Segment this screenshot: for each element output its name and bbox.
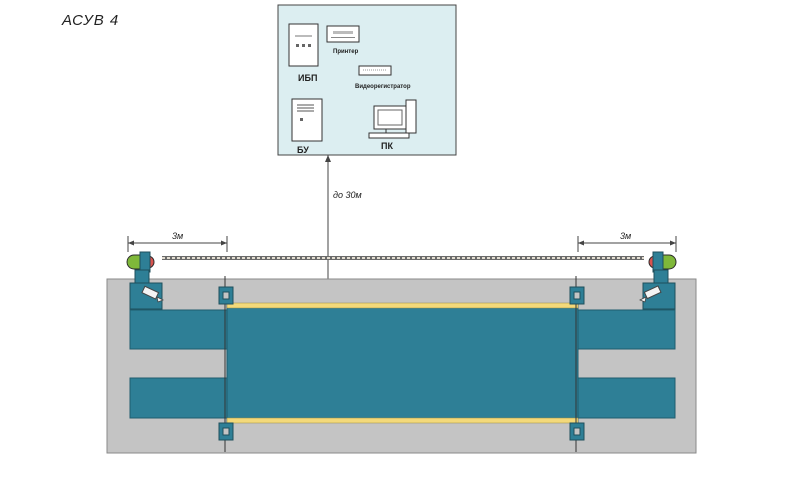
diagram-title: АСУВ 4: [62, 12, 120, 29]
video-recorder-icon: [358, 65, 392, 76]
left-camera-icon: [141, 285, 164, 303]
right-traffic-light-icon: [648, 251, 677, 273]
right-camera-icon: [639, 285, 662, 303]
right-distance-label: 3м: [620, 231, 631, 241]
pc-label: ПК: [381, 141, 393, 151]
control-unit-icon: [291, 98, 323, 142]
sensor-top-left: [218, 286, 234, 305]
right-ramp-top: [577, 309, 676, 350]
right-distance-dimension: [577, 236, 677, 252]
left-ramp-top: [129, 309, 228, 350]
pc-icon: [368, 99, 417, 139]
ups-label: ИБП: [298, 73, 317, 83]
left-traffic-light-icon: [126, 251, 155, 273]
weighing-platform: [226, 303, 579, 423]
printer-icon: [326, 25, 360, 43]
sensor-bottom-left: [218, 422, 234, 441]
video-recorder-label: Видеорегистратор: [355, 84, 411, 90]
control-room: ИБП Принтер Видеорегистратор: [277, 4, 457, 156]
platform-rail-top: [226, 302, 579, 309]
cable-length-label: до 30м: [333, 190, 362, 200]
ups-icon: [288, 23, 319, 67]
left-distance-dimension: [127, 236, 228, 252]
sensor-bottom-right: [569, 422, 585, 441]
platform-rail-bottom: [226, 417, 579, 424]
left-ramp-bottom: [129, 377, 228, 419]
sensor-top-right: [569, 286, 585, 305]
printer-label: Принтер: [333, 49, 359, 55]
control-unit-label: БУ: [297, 145, 309, 155]
right-ramp-bottom: [577, 377, 676, 419]
left-distance-label: 3м: [172, 231, 183, 241]
